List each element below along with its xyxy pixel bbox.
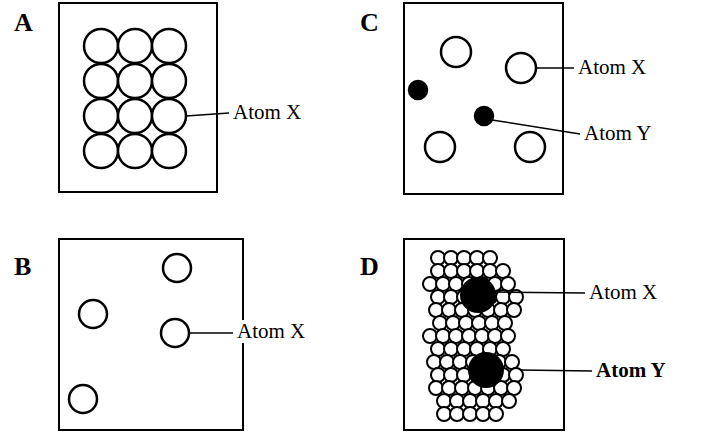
small-atom <box>457 251 471 265</box>
small-atom <box>476 394 490 408</box>
small-atom <box>463 394 477 408</box>
atom-label: Atom X <box>231 101 303 124</box>
small-atom <box>501 277 515 291</box>
small-atom <box>488 329 502 343</box>
panel-box: B <box>58 238 244 431</box>
small-atom <box>457 264 471 278</box>
small-atom <box>429 303 443 317</box>
panel-box: A <box>58 2 218 193</box>
panel-b-atoms <box>69 254 191 413</box>
small-atom <box>502 394 516 408</box>
small-atom <box>496 342 510 356</box>
small-atom <box>436 277 450 291</box>
small-atom <box>457 342 471 356</box>
small-atom <box>485 316 499 330</box>
small-atom <box>450 407 464 421</box>
small-atom <box>489 407 503 421</box>
large-atom <box>468 352 504 388</box>
small-atom <box>455 381 469 395</box>
panel-c-atoms <box>409 37 545 162</box>
atom-label: Atom X <box>235 320 307 343</box>
small-atom <box>431 264 445 278</box>
small-atom <box>450 394 464 408</box>
small-atom <box>444 342 458 356</box>
small-atom <box>507 381 521 395</box>
small-atom <box>433 316 447 330</box>
atom-label: Atom X <box>576 56 648 79</box>
panel-box: C <box>403 2 564 195</box>
panel-letter: B <box>14 254 31 280</box>
small-atom <box>475 329 489 343</box>
small-atom <box>470 251 484 265</box>
small-atom <box>483 264 497 278</box>
small-atom <box>449 277 463 291</box>
small-atom <box>462 329 476 343</box>
panel-d-atoms <box>423 251 523 421</box>
small-atom <box>429 381 443 395</box>
small-atom <box>498 316 512 330</box>
small-atom <box>444 264 458 278</box>
small-atom <box>501 329 515 343</box>
atom-label: Atom X <box>587 281 659 304</box>
small-atom <box>489 394 503 408</box>
small-atom <box>431 342 445 356</box>
atom-label: Atom Y <box>594 359 668 382</box>
small-atom <box>496 264 510 278</box>
small-atom <box>431 290 445 304</box>
small-atom <box>437 407 451 421</box>
small-atom <box>507 303 521 317</box>
small-atom <box>431 251 445 265</box>
small-atom <box>431 368 445 382</box>
small-atom <box>505 355 519 369</box>
small-atom <box>470 264 484 278</box>
small-atom <box>444 251 458 265</box>
small-atom <box>476 407 490 421</box>
small-atom <box>436 329 450 343</box>
panel-letter: A <box>14 10 33 36</box>
small-atom <box>463 407 477 421</box>
small-atom <box>444 290 458 304</box>
small-atom <box>437 394 451 408</box>
panel-letter: C <box>360 10 379 36</box>
small-atom <box>423 277 437 291</box>
small-atom <box>453 355 467 369</box>
leader-lines <box>186 68 592 371</box>
small-atom <box>442 381 456 395</box>
small-atom <box>459 316 473 330</box>
small-atom <box>442 303 456 317</box>
small-atom <box>427 355 441 369</box>
small-atom <box>446 316 460 330</box>
atom-label: Atom Y <box>582 122 653 145</box>
small-atom <box>483 251 497 265</box>
panel-a-atoms <box>84 29 186 168</box>
small-atom <box>449 329 463 343</box>
large-atom <box>460 277 496 313</box>
panel-letter: D <box>360 254 379 280</box>
panel-box: D <box>403 238 565 431</box>
small-atom <box>472 316 486 330</box>
small-atom <box>440 355 454 369</box>
small-atom <box>444 368 458 382</box>
small-atom <box>423 329 437 343</box>
small-atom <box>494 303 508 317</box>
